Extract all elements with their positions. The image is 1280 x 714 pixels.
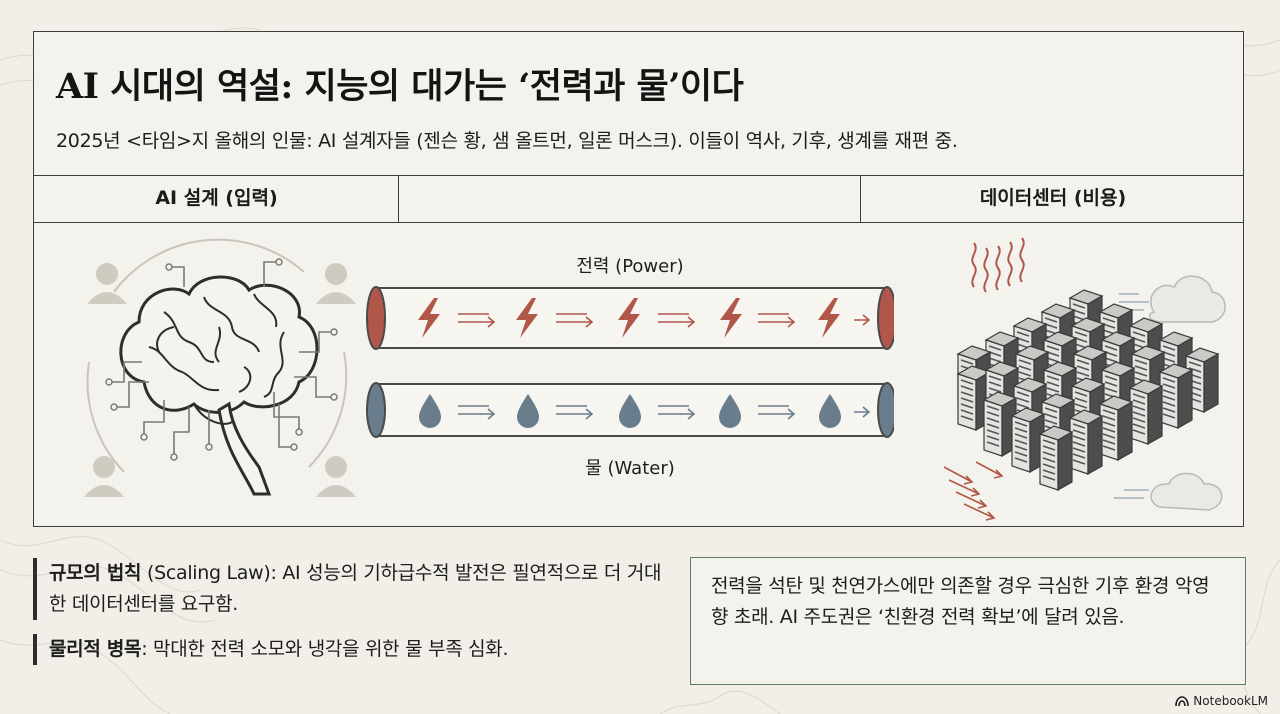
heat-wave-icon (971, 237, 1025, 293)
person-icon (84, 456, 124, 497)
column-header-ai-design: AI 설계 (입력) (155, 187, 278, 209)
power-flow-label: 전력 (Power) (576, 256, 684, 277)
water-drop-icon (419, 394, 841, 428)
notes-list: 규모의 법칙 (Scaling Law): AI 성능의 기하급수적 발전은 필… (33, 558, 673, 665)
note-text: : 막대한 전력 소모와 냉각을 위한 물 부족 심화. (141, 638, 509, 660)
person-icon (87, 263, 127, 304)
note-term: 물리적 병목 (49, 638, 142, 660)
note-scaling-law: 규모의 법칙 (Scaling Law): AI 성능의 기하급수적 발전은 필… (33, 558, 673, 620)
resource-pipes (366, 286, 894, 438)
column-header-datacenter: 데이터센터 (비용) (979, 187, 1127, 209)
datacenter-illustration (943, 237, 1226, 521)
notebooklm-logo: NotebookLM (1175, 694, 1268, 708)
column-header-middle (399, 175, 861, 222)
divider-col-2 (860, 175, 861, 222)
page-subtitle: 2025년 <타임>지 올해의 인물: AI 설계자들 (젠슨 황, 샘 올트먼… (56, 130, 958, 152)
heat-inflow-arrows (943, 461, 1004, 521)
callout-box: 전력을 석탄 및 천연가스에만 의존할 경우 극심한 기후 환경 악영향 초래.… (690, 557, 1246, 685)
person-icon (316, 263, 356, 304)
water-flow-arrows (458, 405, 871, 420)
note-physical-bottleneck: 물리적 병목: 막대한 전력 소모와 냉각을 위한 물 부족 심화. (33, 634, 673, 665)
notebooklm-icon (1175, 695, 1190, 706)
person-icon (316, 456, 356, 497)
logo-text: NotebookLM (1193, 694, 1268, 708)
divider-col-1 (398, 175, 399, 222)
divider-header (34, 222, 1243, 223)
page-title: AI 시대의 역설: 지능의 대가는 ‘전력과 물’이다 (56, 66, 744, 107)
water-flow-label: 물 (Water) (585, 458, 675, 479)
power-flow-arrows (458, 313, 871, 328)
brain-illustration (84, 238, 356, 497)
note-term: 규모의 법칙 (49, 562, 142, 584)
divider-top (34, 175, 1243, 176)
main-panel: AI 시대의 역설: 지능의 대가는 ‘전력과 물’이다 2025년 <타임>지… (33, 31, 1244, 527)
lightning-bolt-icon (418, 298, 840, 338)
steam-cloud-icon (1148, 275, 1226, 511)
note-text: (Scaling Law): AI 성능의 기하급수적 발전은 필연적으로 더 … (49, 562, 662, 615)
